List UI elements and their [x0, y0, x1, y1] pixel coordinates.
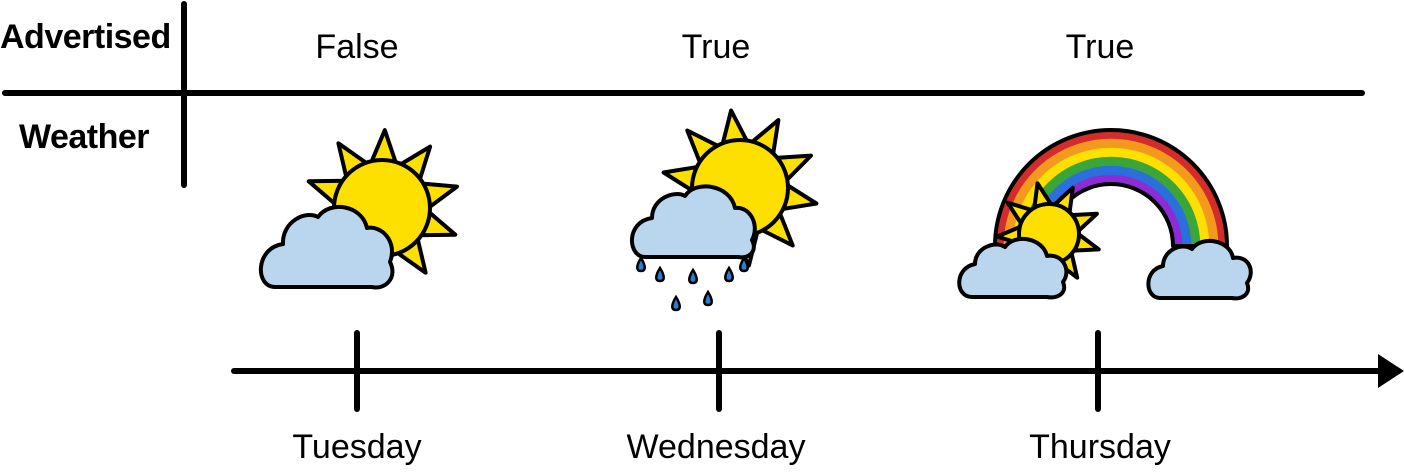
- raindrop-3: [671, 294, 681, 312]
- rainbow-band-1: [994, 129, 1228, 247]
- sun-icon: [661, 108, 819, 268]
- raindrop-1: [636, 255, 646, 273]
- raindrop-4: [688, 267, 698, 285]
- raindrop-5: [703, 289, 713, 307]
- rain-cloud-icon: [630, 184, 757, 260]
- rainbow-band-3: [1012, 147, 1210, 247]
- timeline-axis: [231, 330, 1404, 412]
- cloud-icon-right: [1146, 238, 1253, 301]
- sun-behind-rain-cloud-icon: [630, 108, 819, 312]
- day-label-tuesday: Tuesday: [292, 428, 422, 466]
- cloud-icon: [259, 205, 395, 290]
- raindrop-2: [655, 265, 665, 283]
- day-label-thursday: Thursday: [1029, 428, 1171, 466]
- day-label-wednesday: Wednesday: [626, 428, 806, 466]
- sun-behind-cloud-icon: [259, 128, 459, 290]
- raindrop-6: [724, 265, 734, 283]
- raindrop-7: [739, 255, 749, 273]
- rainbow-outline: [993, 128, 1229, 248]
- advertised-value-tuesday: False: [315, 28, 399, 66]
- raindrops: [636, 255, 749, 312]
- row-label-advertised: Advertised: [0, 18, 171, 56]
- rainbow-band-2: [1003, 138, 1219, 247]
- advertised-value-thursday: True: [1065, 28, 1135, 66]
- rainbow-with-sun-and-clouds-icon: [957, 128, 1253, 301]
- timeline-arrow-icon: [1378, 354, 1404, 388]
- row-label-weather: Weather: [18, 118, 150, 156]
- advertised-value-wednesday: True: [681, 28, 751, 66]
- cloud-icon-left: [957, 237, 1069, 300]
